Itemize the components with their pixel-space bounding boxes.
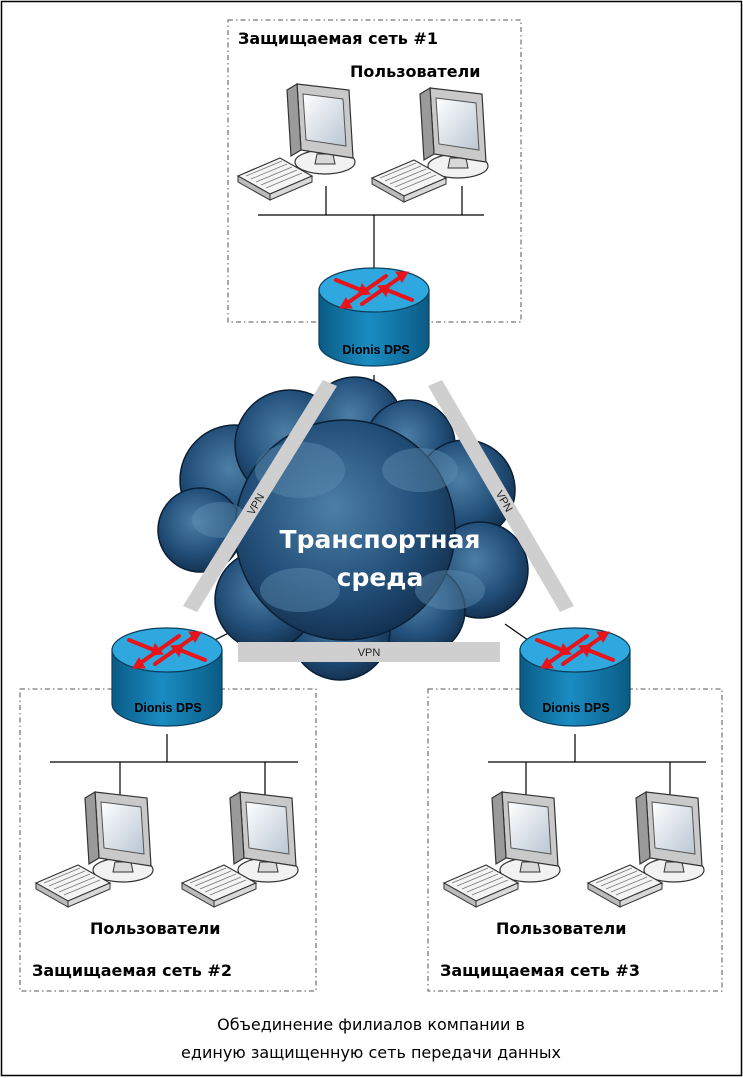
network-3-lan (488, 623, 706, 795)
network-1-users-label: Пользователи (350, 62, 480, 81)
network-2-users (35, 791, 299, 908)
network-2-title: Защищаемая сеть #2 (32, 961, 232, 980)
network-1-title: Защищаемая сеть #1 (238, 29, 438, 48)
vpn-band-right (428, 380, 574, 612)
desktop-computer-icon (419, 87, 489, 179)
vpn-band-left (183, 380, 337, 612)
cloud-label-line2: среда (337, 563, 424, 592)
desktop-computer-icon (229, 791, 299, 883)
network-1-users (237, 83, 489, 203)
cloud-label-line1: Транспортная (280, 525, 481, 554)
network-3-users-label: Пользователи (496, 919, 626, 938)
vpn-label-bottom: VPN (358, 647, 381, 659)
network-2-router-label: Dionis DPS (134, 701, 201, 715)
desktop-computer-icon (286, 83, 356, 175)
vpn-links (183, 380, 574, 662)
vpn-band-bottom (238, 642, 500, 662)
caption-line1: Объединение филиалов компании в (217, 1015, 525, 1034)
desktop-computer-icon (491, 791, 561, 883)
desktop-computer-icon (84, 791, 154, 883)
network-2-frame (19, 688, 317, 992)
desktop-computer-icon (635, 791, 705, 883)
network-3-title: Защищаемая сеть #3 (440, 961, 640, 980)
caption-line2: единую защищенную сеть передачи данных (181, 1043, 561, 1062)
network-1-router-label: Dionis DPS (342, 343, 409, 357)
network-3-users (443, 791, 705, 908)
network-2-users-label: Пользователи (90, 919, 220, 938)
network-3-router-label: Dionis DPS (542, 701, 609, 715)
